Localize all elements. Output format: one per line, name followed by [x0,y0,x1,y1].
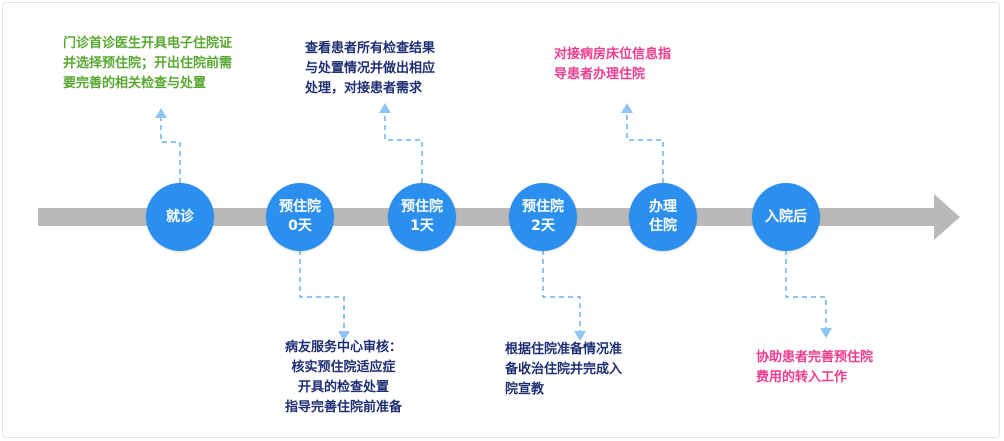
connector-day2 [542,250,581,333]
arrowhead-up-icon [155,108,167,118]
node-admission: 办理 住院 [629,183,697,251]
connector-admit [626,111,664,183]
node-jiuzhen: 就诊 [146,183,214,251]
arrowhead-up-icon [379,103,391,113]
node-label: 办理 住院 [649,199,677,234]
node-label: 预住院 2天 [522,199,564,234]
node-label: 预住院 1天 [401,199,443,234]
connector-jiuzhen [160,116,181,183]
timeline-arrowhead [934,194,960,240]
timeline-bar [38,208,936,226]
node-preadmission-day0: 预住院 0天 [266,183,334,251]
note-day1: 查看患者所有检查结果 与处置情况并做出相应 处理，对接患者需求 [305,41,436,96]
node-preadmission-day1: 预住院 1天 [388,183,456,251]
node-label: 就诊 [166,208,194,225]
connector-day0 [299,250,345,333]
note-day2: 根据住院准备情况准 备收治住院并完成入 院宣教 [505,342,623,397]
connector-day1 [384,111,423,183]
note-after: 协助患者完善预住院 费用的转入工作 [756,350,874,385]
arrowhead-down-icon [574,331,586,341]
arrowhead-down-icon [820,328,832,338]
node-preadmission-day2: 预住院 2天 [509,183,577,251]
connector-after [785,250,827,330]
node-label: 预住院 0天 [279,199,321,234]
arrowhead-down-icon [338,331,350,341]
note-admit: 对接病房床位信息指 导患者办理住院 [554,47,672,82]
node-after-admission: 入院后 [752,183,820,251]
note-jiuzhen: 门诊首诊医生开具电子住院证 并选择预住院；开出住院前需 要完善的相关检查与处置 [63,36,233,91]
node-label: 入院后 [765,208,807,225]
arrowhead-up-icon [621,103,633,113]
note-day0: 病友服务中心审核： 核实预住院适应症 开具的检查处置 指导完善住院前准备 [285,340,403,415]
